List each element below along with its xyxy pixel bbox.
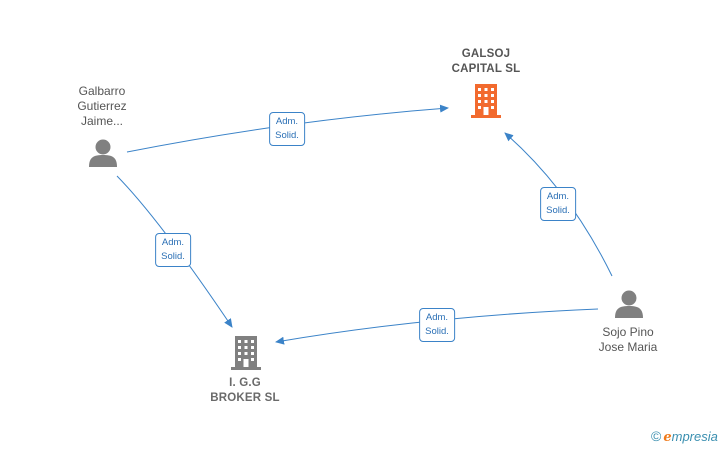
node-label-galbarro[interactable]: Galbarro Gutierrez Jaime...	[77, 84, 126, 129]
node-label-sojo[interactable]: Sojo Pino Jose Maria	[599, 325, 658, 355]
building-icon[interactable]	[471, 84, 501, 118]
edge-label-line: Adm.	[425, 312, 449, 323]
node-label-line: BROKER SL	[210, 392, 280, 404]
brand-logo[interactable]: ©empresia	[651, 428, 718, 445]
brand-name: mpresia	[671, 429, 718, 444]
node-label-line: GALSOJ	[461, 48, 511, 60]
building-icon[interactable]	[231, 336, 261, 370]
brand-initial: e	[663, 430, 672, 445]
edge-label-sojo-igg[interactable]: Adm. Solid.	[419, 308, 455, 342]
edge-label-line: Solid.	[161, 251, 185, 262]
edge-label-line: Solid.	[546, 205, 570, 216]
node-label-line: CAPITAL SL	[451, 63, 521, 75]
node-label-line: Galbarro	[78, 84, 126, 98]
node-label-igg[interactable]: I. G.G BROKER SL	[210, 376, 280, 406]
person-icon[interactable]	[615, 290, 643, 319]
node-label-galsoj[interactable]: GALSOJ CAPITAL SL	[452, 47, 521, 77]
copyright-icon: ©	[651, 428, 662, 444]
node-label-line: Sojo Pino	[602, 325, 654, 339]
node-label-line: Jose Maria	[598, 340, 658, 354]
edge-label-line: Solid.	[425, 326, 449, 337]
edge-label-line: Solid.	[275, 130, 299, 141]
edge-label-line: Adm.	[546, 191, 570, 202]
edge-label-line: Adm.	[161, 237, 185, 248]
node-label-line: I. G.G	[229, 377, 261, 389]
node-label-line: Gutierrez	[77, 99, 127, 113]
edge-label-galbarro-igg[interactable]: Adm. Solid.	[155, 233, 191, 267]
edge-label-line: Adm.	[275, 116, 299, 127]
node-label-line: Jaime...	[80, 114, 124, 128]
person-icon[interactable]	[89, 139, 117, 168]
edge-label-sojo-galsoj[interactable]: Adm. Solid.	[540, 187, 576, 221]
edge-label-galbarro-galsoj[interactable]: Adm. Solid.	[269, 112, 305, 146]
